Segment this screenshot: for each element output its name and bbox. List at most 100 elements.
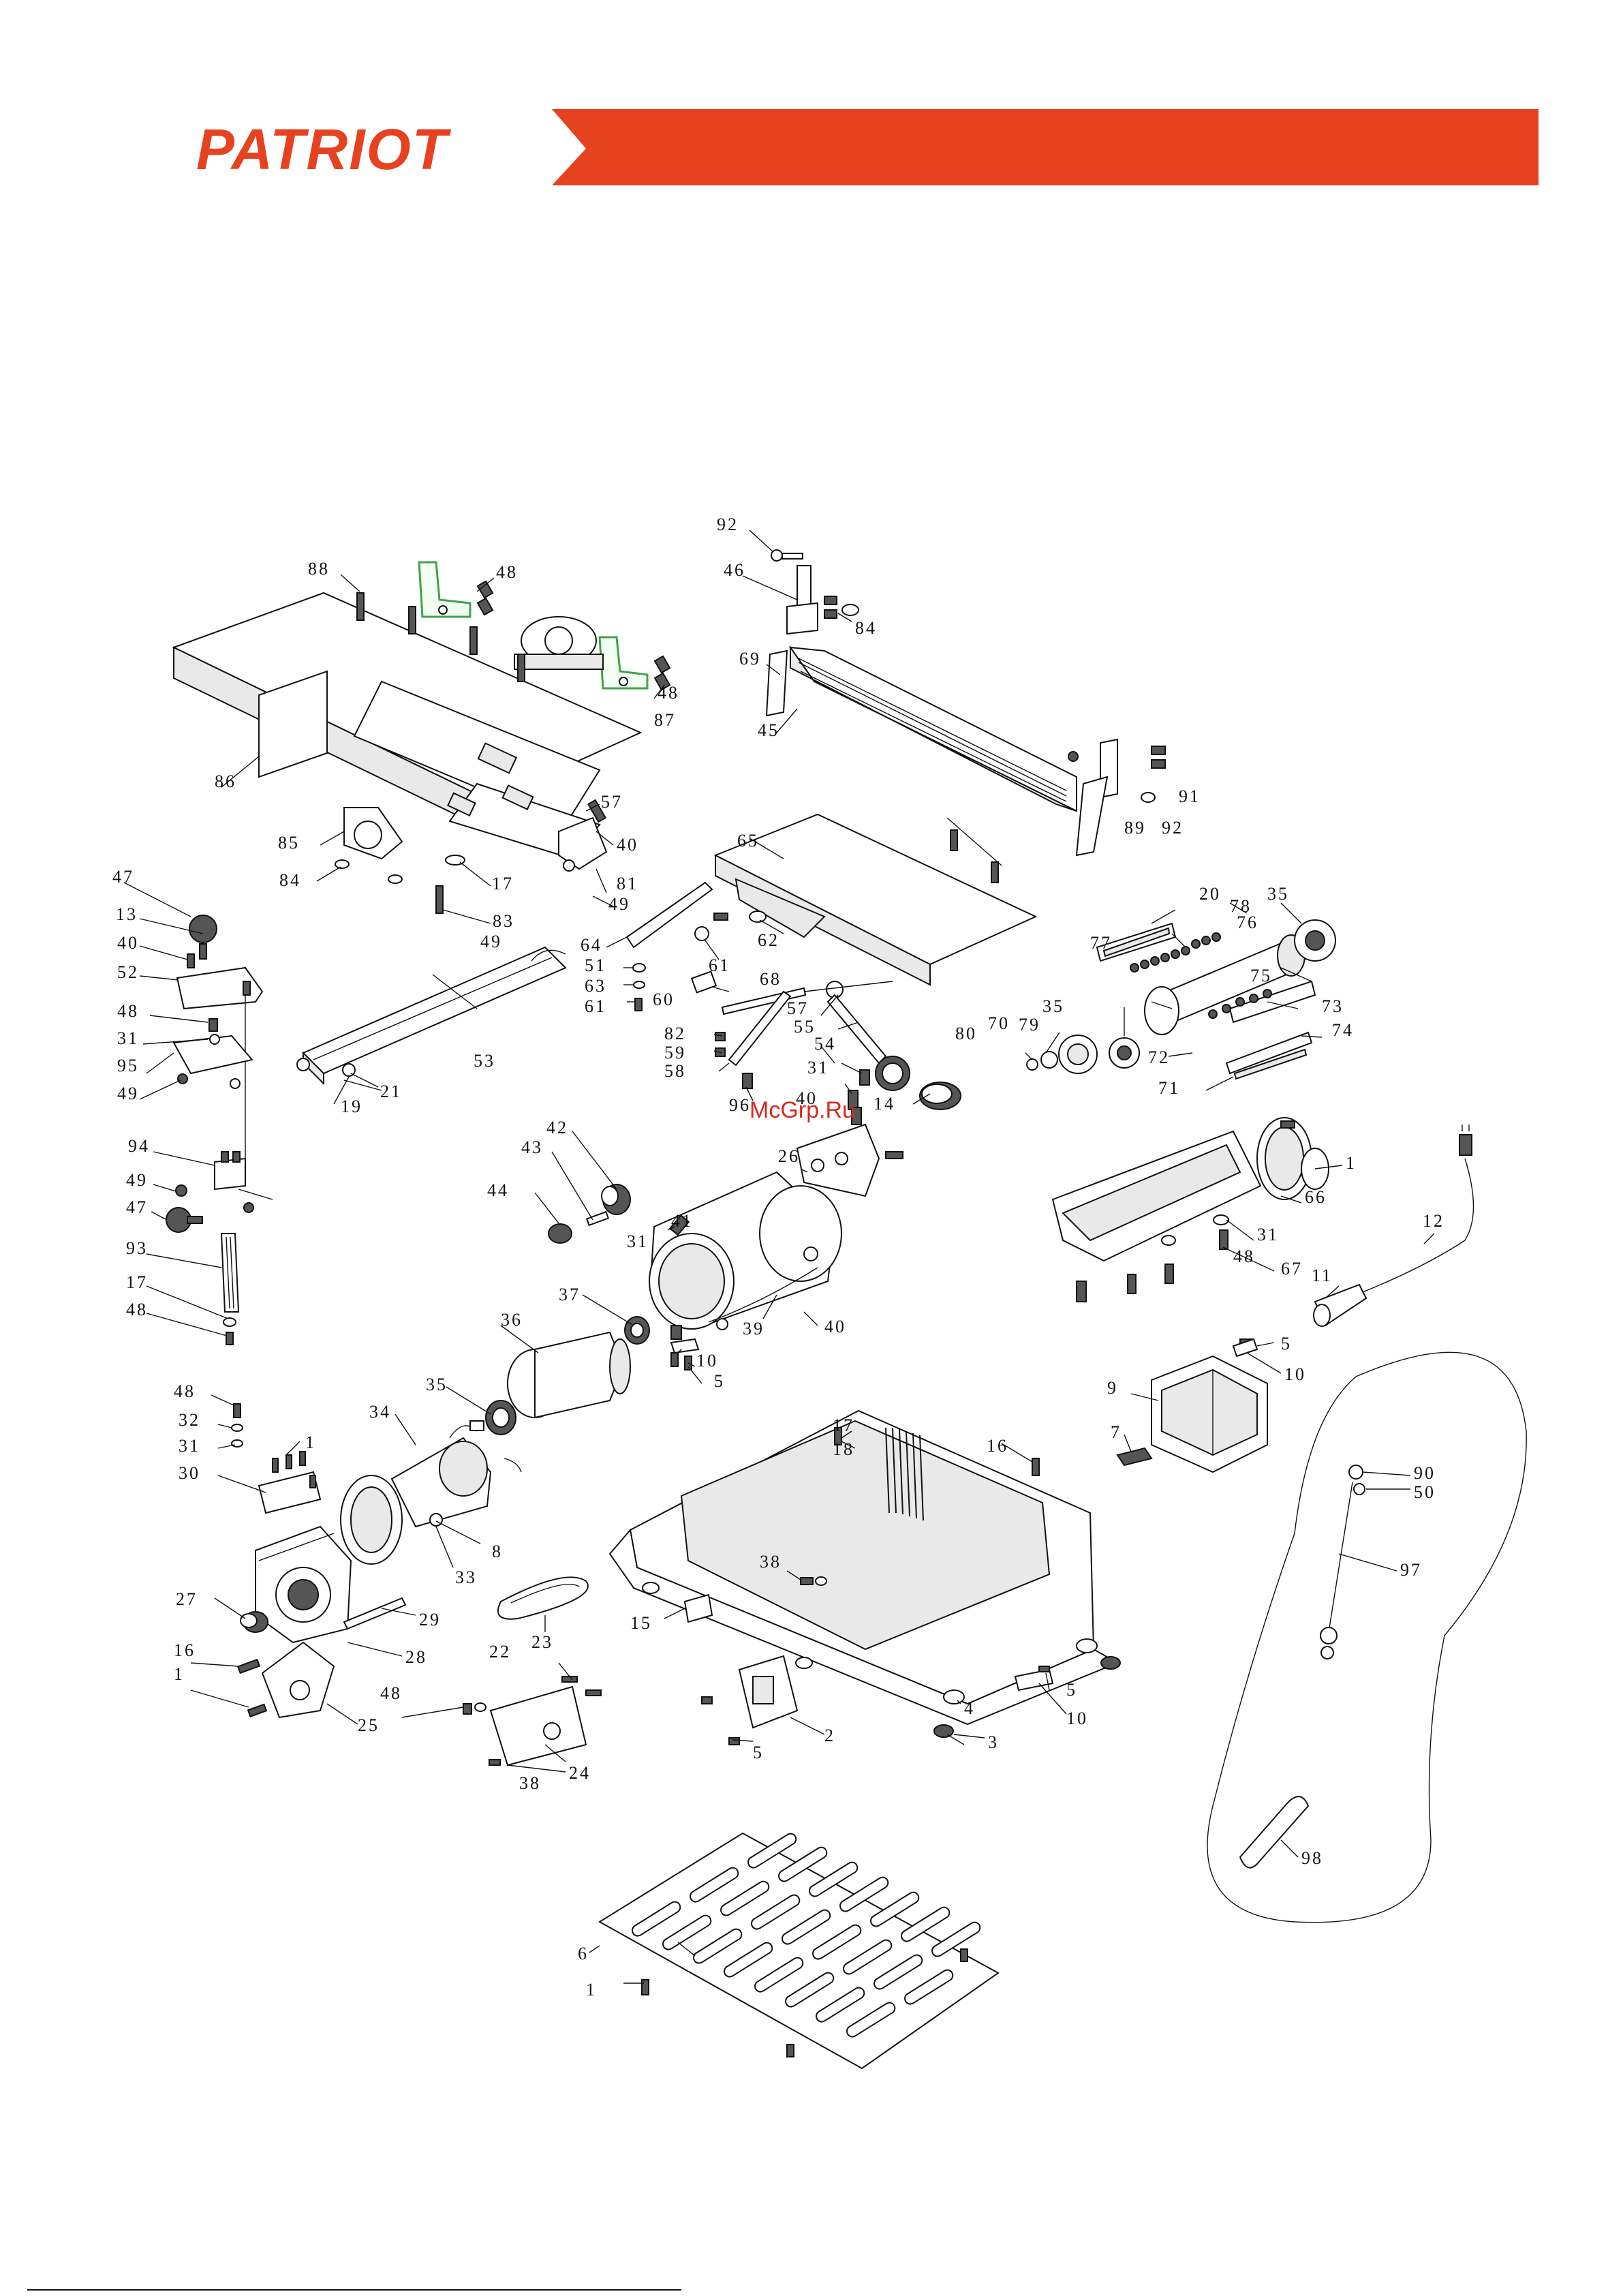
knob-47-lower xyxy=(166,1207,203,1233)
plate-95 xyxy=(172,1018,253,1089)
label-40-d: 40 xyxy=(824,1317,846,1336)
rotor-36 xyxy=(507,1316,650,1419)
clip-10-upper xyxy=(670,1338,700,1371)
header-band xyxy=(586,109,1539,185)
label-52: 52 xyxy=(117,962,139,982)
label-11: 11 xyxy=(1312,1266,1333,1285)
label-50: 50 xyxy=(1414,1482,1436,1502)
label-23: 23 xyxy=(531,1632,553,1652)
bracket-52 xyxy=(176,953,264,1176)
bearing-block-85 xyxy=(343,807,403,860)
label-46: 46 xyxy=(724,560,745,580)
bar-64 xyxy=(625,881,767,949)
label-84-top: 84 xyxy=(855,618,877,638)
label-92-right: 92 xyxy=(1162,818,1184,838)
label-38-b: 38 xyxy=(519,1773,541,1793)
grate-6 xyxy=(598,1832,1000,2070)
switch-2 xyxy=(701,1655,799,1745)
bracket-94 xyxy=(175,1151,273,1213)
label-57-a: 57 xyxy=(601,792,623,812)
label-93: 93 xyxy=(126,1238,148,1258)
label-31-d: 31 xyxy=(1257,1225,1279,1244)
label-40-c: 40 xyxy=(117,933,139,953)
label-47-a: 47 xyxy=(112,867,134,887)
label-7: 7 xyxy=(1111,1422,1122,1442)
label-48-f: 48 xyxy=(174,1381,196,1401)
clip-10-lower xyxy=(1014,1666,1054,1692)
label-58: 58 xyxy=(664,1061,686,1081)
label-5-b: 5 xyxy=(1281,1334,1292,1353)
label-1-d: 1 xyxy=(586,1980,597,2000)
label-89: 89 xyxy=(1124,818,1146,838)
label-45: 45 xyxy=(758,720,779,740)
label-48-g: 48 xyxy=(380,1683,402,1703)
label-65: 65 xyxy=(737,831,759,851)
knob-42 xyxy=(548,1184,631,1244)
infeed-table xyxy=(172,592,643,860)
label-98: 98 xyxy=(1301,1848,1323,1868)
green-bracket-left xyxy=(418,561,472,618)
label-39: 39 xyxy=(743,1319,764,1338)
ring-33 xyxy=(340,1475,443,1565)
plate-24 xyxy=(463,1676,602,1766)
label-5-c: 5 xyxy=(753,1743,764,1762)
label-84-a: 84 xyxy=(279,870,301,890)
label-95: 95 xyxy=(117,1056,139,1075)
label-63: 63 xyxy=(585,976,606,996)
label-18: 18 xyxy=(833,1439,854,1459)
label-48-a: 48 xyxy=(496,562,518,582)
base-4 xyxy=(608,1409,1121,1738)
watermark: McGrp.Ru xyxy=(749,1097,855,1123)
label-37: 37 xyxy=(559,1285,581,1304)
bearing-35-lower xyxy=(485,1400,516,1435)
label-17-c: 17 xyxy=(833,1415,854,1435)
part-labels: 92 46 84 69 45 91 89 92 88 48 48 87 86 5… xyxy=(112,515,1444,2000)
label-71: 71 xyxy=(1158,1078,1180,1098)
label-32: 32 xyxy=(179,1410,200,1430)
label-48-c: 48 xyxy=(117,1001,139,1021)
label-27: 27 xyxy=(176,1589,198,1609)
label-70: 70 xyxy=(988,1013,1010,1033)
label-86: 86 xyxy=(215,771,236,791)
label-64: 64 xyxy=(581,935,602,955)
label-77: 77 xyxy=(1090,933,1112,953)
power-cord-12 xyxy=(1313,1124,1474,1327)
label-10-b: 10 xyxy=(1284,1364,1306,1384)
label-16-b: 16 xyxy=(174,1640,196,1660)
label-49-a: 49 xyxy=(480,932,502,951)
label-55: 55 xyxy=(794,1017,816,1037)
label-34: 34 xyxy=(369,1402,391,1422)
accessory-pouch xyxy=(1207,1351,1527,1923)
label-69: 69 xyxy=(739,649,761,669)
label-97: 97 xyxy=(1400,1560,1422,1580)
label-6: 6 xyxy=(578,1944,589,1963)
fence-45 xyxy=(765,549,1166,857)
label-59: 59 xyxy=(664,1043,686,1062)
label-49-d: 49 xyxy=(126,1170,148,1190)
header-graphic: PATRIOT xyxy=(196,109,1539,185)
label-29: 29 xyxy=(419,1610,441,1629)
label-85: 85 xyxy=(278,833,300,853)
cover-25 xyxy=(236,1641,335,1719)
label-22: 22 xyxy=(489,1642,511,1662)
label-17-b: 17 xyxy=(126,1272,148,1292)
label-17-a: 17 xyxy=(492,874,514,893)
label-31-b: 31 xyxy=(117,1028,139,1048)
motor-housing-39 xyxy=(649,1171,842,1340)
label-5-a: 5 xyxy=(714,1371,725,1391)
label-91: 91 xyxy=(1179,786,1201,806)
green-bracket-right xyxy=(598,636,649,690)
belt-23 xyxy=(497,1576,589,1620)
label-19: 19 xyxy=(341,1097,362,1116)
label-68: 68 xyxy=(760,969,782,989)
label-78: 78 xyxy=(1230,896,1252,916)
label-67: 67 xyxy=(1281,1259,1303,1279)
label-40-a: 40 xyxy=(617,835,638,855)
label-90: 90 xyxy=(1414,1463,1436,1483)
label-38-a: 38 xyxy=(760,1552,782,1572)
label-26: 26 xyxy=(778,1146,800,1166)
label-25: 25 xyxy=(358,1715,380,1735)
label-12: 12 xyxy=(1423,1211,1444,1231)
label-48-b: 48 xyxy=(658,683,679,703)
label-31-c: 31 xyxy=(627,1231,649,1251)
